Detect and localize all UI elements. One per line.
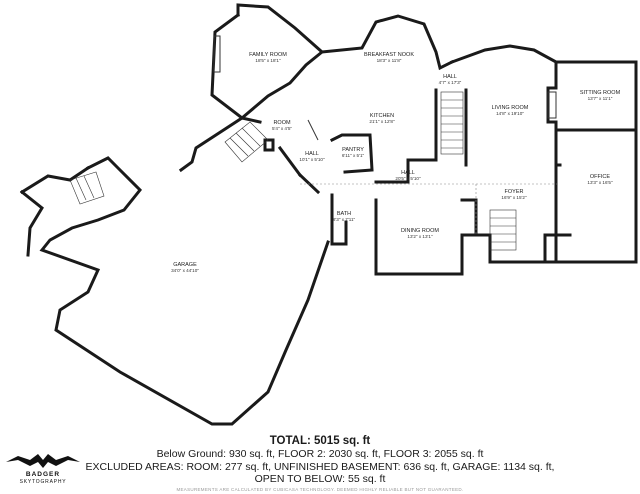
- floor-plan: FAMILY ROOM 18'5" x 18'1" BREAKFAST NOOK…: [19, 3, 638, 426]
- garage-stairs: [224, 121, 269, 163]
- room-dims-kitchen: 21'1" x 12'8": [369, 119, 395, 124]
- room-label-dining-room: DINING ROOM: [401, 228, 439, 234]
- logo-subtitle: SKYTOGRAPHY: [19, 479, 67, 485]
- room-dims-room: 5'4" x 4'5": [272, 126, 292, 131]
- room-dims-breakfast-nook: 18'3" x 11'8": [377, 58, 402, 63]
- room-dims-pantry: 6'11" x 5'1": [342, 153, 365, 158]
- logo-brand: BADGER: [25, 471, 61, 478]
- room-label-pantry: PANTRY: [342, 147, 364, 153]
- garage-inner-wall: [277, 145, 303, 178]
- room-label-office: OFFICE: [590, 174, 610, 180]
- room-label-garage: GARAGE: [173, 262, 197, 268]
- room-dims-hall-center: 20'5" x 5'10": [395, 176, 421, 181]
- office-top-wall: [554, 128, 562, 167]
- room-label-breakfast-nook: BREAKFAST NOOK: [364, 52, 414, 58]
- garage-walls: [178, 116, 262, 173]
- column-left: [263, 138, 275, 152]
- room-label-hall-left: HALL: [305, 151, 319, 157]
- floor-areas: Below Ground: 930 sq. ft, FLOOR 2: 2030 …: [156, 448, 484, 460]
- main-stairs: [440, 91, 464, 155]
- left-stair-walls: [19, 189, 44, 257]
- room-label-family-room: FAMILY ROOM: [249, 52, 287, 58]
- fireplace-family: [213, 35, 221, 73]
- drone-icon: [6, 454, 80, 468]
- breakfast-nook-walls: [320, 14, 455, 71]
- open-to-below: OPEN TO BELOW: 55 sq. ft: [254, 473, 386, 485]
- room-dims-hall-top: 4'7" x 17'3": [439, 80, 462, 85]
- badger-skytography-logo: BADGER SKYTOGRAPHY: [4, 450, 82, 490]
- room-label-foyer: FOYER: [505, 189, 524, 195]
- room-label-room: ROOM: [273, 120, 291, 126]
- room-label-hall-center: HALL: [401, 170, 415, 176]
- disclaimer: MEASUREMENTS ARE CALCULATED BY CUBICASA …: [176, 486, 464, 492]
- room-dims-office: 13'3" x 16'5": [587, 180, 613, 185]
- room-dims-living-room: 14'8" x 19'10": [496, 111, 524, 116]
- room-label-hall-top: HALL: [443, 74, 457, 80]
- room-dims-dining-room: 13'2" x 13'1": [407, 234, 433, 239]
- room-dims-family-room: 18'5" x 18'1": [255, 58, 281, 63]
- room-dims-foyer: 16'9" x 15'2": [501, 195, 527, 200]
- room-dims-sitting-room: 13'7" x 11'1": [588, 96, 613, 101]
- garage-hall-wall: [297, 172, 321, 195]
- room-label-kitchen: KITCHEN: [370, 113, 394, 119]
- left-stairs: [69, 171, 105, 205]
- garage-outer-walls: [39, 156, 330, 426]
- foyer-stairs: [489, 209, 517, 251]
- total-area: TOTAL: 5015 sq. ft: [269, 435, 371, 447]
- room-label-sitting-room: SITTING ROOM: [580, 90, 621, 96]
- kitchen-counter: [307, 119, 319, 141]
- pantry-walls: [329, 133, 374, 174]
- kitchen-hall-walls: [374, 88, 438, 184]
- fireplace-sitting: [547, 91, 557, 119]
- excluded-areas: EXCLUDED AREAS: ROOM: 277 sq. ft, UNFINI…: [85, 460, 555, 473]
- room-dims-garage: 34'0" x 44'10": [171, 268, 199, 273]
- area-summary: TOTAL: 5015 sq. ft Below Ground: 930 sq.…: [0, 434, 640, 494]
- bath-walls: [330, 193, 348, 246]
- foyer-bottom-walls: [474, 233, 562, 264]
- family-room-walls: [210, 3, 325, 120]
- left-wing-walls: [19, 165, 91, 195]
- room-label-bath: BATH: [337, 211, 351, 217]
- room-dims-bath: 8'3" x 7'11": [333, 217, 356, 222]
- room-label-living-room: LIVING ROOM: [492, 105, 529, 111]
- living-bay-walls: [450, 44, 638, 264]
- room-dims-hall-left: 10'1" x 5'10": [299, 157, 325, 162]
